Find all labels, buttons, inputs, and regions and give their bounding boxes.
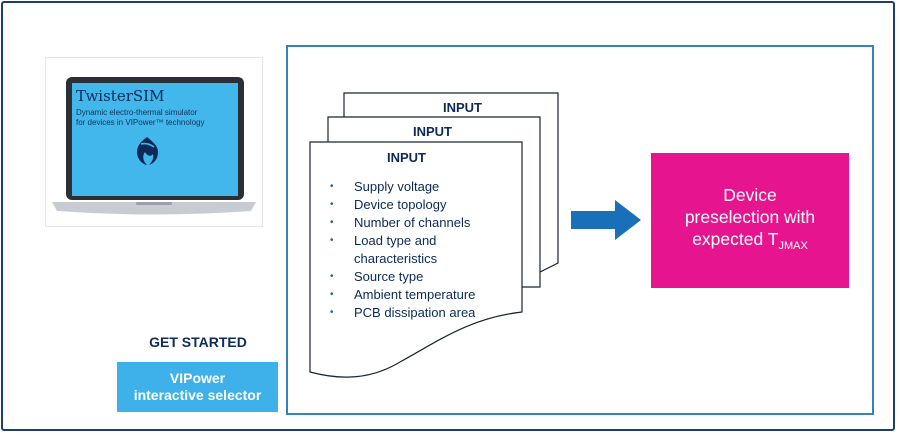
laptop-icon bbox=[52, 77, 256, 215]
input-label-middle: INPUT bbox=[413, 124, 452, 139]
result-line3: expected TJMAX bbox=[651, 228, 849, 257]
list-item: Source type bbox=[327, 268, 527, 286]
tjmax-subscript: JMAX bbox=[778, 240, 808, 252]
list-item: Device topology bbox=[327, 196, 527, 214]
outer-frame bbox=[1, 1, 895, 431]
result-line3-text: expected T bbox=[692, 229, 779, 249]
right-arrow-icon bbox=[571, 200, 641, 240]
list-item: Supply voltage bbox=[327, 178, 527, 196]
app-title: TwisterSIM bbox=[76, 87, 165, 105]
list-item: PCB dissipation area bbox=[327, 304, 527, 322]
app-subtitle-line1: Dynamic electro-thermal simulator bbox=[76, 108, 198, 117]
vipower-selector-button[interactable]: VIPower interactive selector bbox=[117, 362, 278, 412]
list-item: Number of channels bbox=[327, 214, 527, 232]
flame-logo-icon bbox=[137, 137, 158, 165]
selector-button-line2: interactive selector bbox=[133, 387, 262, 403]
input-label-front: INPUT bbox=[387, 150, 426, 165]
laptop-illustration: TwisterSIM Dynamic electro-thermal simul… bbox=[46, 58, 262, 226]
list-item: Load type and bbox=[327, 232, 527, 250]
input-parameter-list: Supply voltage Device topology Number of… bbox=[327, 178, 527, 322]
list-item-continuation: characteristics bbox=[354, 251, 438, 266]
list-item: Ambient temperature bbox=[327, 286, 527, 304]
device-preselection-box: Device preselection with expected TJMAX bbox=[651, 153, 849, 288]
app-subtitle-line2: for devices in VIPower™ technology bbox=[76, 118, 205, 127]
selector-button-line1: VIPower bbox=[169, 370, 226, 386]
get-started-heading: GET STARTED bbox=[149, 334, 247, 350]
process-box bbox=[286, 45, 874, 415]
result-line2: preselection with bbox=[684, 207, 816, 227]
input-label-back: INPUT bbox=[443, 100, 482, 115]
laptop-screen-text: TwisterSIM Dynamic electro-thermal simul… bbox=[76, 87, 246, 128]
result-line1: Device bbox=[723, 185, 777, 205]
